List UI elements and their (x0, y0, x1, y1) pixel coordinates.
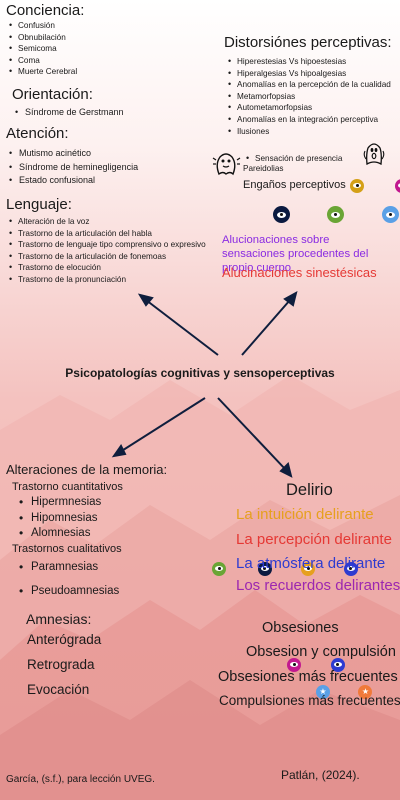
arrow-to-memoria (119, 397, 206, 453)
ghost-icon (212, 153, 241, 176)
eye-green-icon (212, 561, 227, 576)
list-item: Anomalías en la integración perceptiva (225, 114, 391, 126)
eye-blue-icon (330, 657, 345, 672)
list-item: Trastorno de la articulación de fonemoas (6, 251, 206, 263)
eye-magenta-icon (395, 178, 400, 193)
arrow-head-enganos (283, 291, 298, 307)
delirio-percepcion: La percepción delirante (236, 531, 392, 548)
list-item: Alteración de la voz (6, 216, 206, 228)
delirio-intuicion: La intuición delirante (236, 506, 374, 523)
arrow-head-lenguaje (137, 293, 154, 307)
arrow-to-delirio (217, 397, 287, 471)
orientacion-section: Orientación: Síndrome de Gerstmann (12, 86, 124, 120)
list-item: Trastorno de la pronunciación (6, 274, 206, 286)
atencion-list: Mutismo acinético Síndrome de hemineglig… (6, 147, 138, 188)
conciencia-section: Conciencia: Confusión Obnubilación Semic… (6, 2, 84, 78)
list-item: Ilusiones (225, 126, 391, 138)
eye-green-icon (327, 206, 345, 224)
arrow-head-delirio (279, 462, 293, 478)
list-item: Trastorno de lenguaje tipo comprensivo o… (6, 239, 206, 251)
star-blue-icon (315, 684, 330, 699)
delirio-recuerdos: Los recuerdos delirantes (236, 577, 400, 594)
amnesia-evocacion: Evocación (27, 682, 90, 697)
conciencia-title: Conciencia: (6, 2, 85, 19)
eye-navy-icon (257, 561, 272, 576)
ilusiones-sublist: Sensación de presencia (243, 153, 342, 165)
list-item: Síndrome de Gerstmann (12, 106, 124, 120)
center-title: Psicopatologías cognitivas y sensopercep… (65, 366, 335, 380)
list-item: Metamorfopsias (225, 91, 391, 103)
obsesiones-frecuentes: Obsesiones más frecuentes (218, 669, 398, 685)
eye-skyblue-icon (381, 206, 399, 224)
list-item: Anomalías en la percepción de la cualida… (225, 79, 391, 91)
list-item: Muerte Cerebral (6, 66, 84, 78)
alucinaciones-cuerpo: Alucionaciones sobre sensaciones procede… (222, 234, 369, 274)
list-item: Autometamorfopsias (225, 102, 391, 114)
distorsiones-list: Hiperestesias Vs hipoestesias Hiperalges… (225, 56, 391, 137)
list-item: Hipermnesias (15, 495, 101, 511)
scream-face-icon (363, 143, 385, 166)
list-item: Sensación de presencia (243, 153, 342, 165)
list-item: Mutismo acinético (6, 147, 138, 161)
arrow-head-memoria (111, 444, 127, 458)
list-item: Paramnesias (15, 559, 98, 576)
memoria-cual-title: Trastornos cualitativos (12, 543, 122, 555)
conciencia-list: Confusión Obnubilación Semicoma Coma Mue… (6, 20, 84, 78)
compulsiones-frecuentes: Compulsiones más frecuentes (219, 693, 400, 708)
lenguaje-section: Lenguaje: Alteración de la voz Trastorno… (6, 196, 206, 286)
footer-right-citation: Patlán, (2024). (281, 768, 360, 782)
arrow-to-lenguaje (145, 299, 219, 356)
list-item: Trastorno de la articulación del habla (6, 228, 206, 240)
memoria-pseudo-list: Pseudoamnesias (15, 584, 119, 600)
star-orange-icon (358, 684, 373, 699)
list-item: Alomnesias (15, 526, 101, 542)
list-item: Confusión (6, 20, 84, 32)
eye-magenta-icon (287, 657, 302, 672)
front-mountains (0, 680, 400, 800)
amnesias-title: Amnesias: (26, 611, 92, 627)
list-item: Estado confusional (6, 174, 138, 188)
distorsiones-title: Distorsiónes perceptivas: (224, 34, 392, 51)
amnesia-anterograda: Anterógrada (27, 632, 102, 647)
eye-blue-icon (343, 561, 358, 576)
amnesia-retrograda: Retrograda (27, 657, 95, 672)
list-item: Coma (6, 55, 84, 67)
list-item: Síndrome de heminegligencia (6, 161, 138, 175)
list-item: Obnubilación (6, 32, 84, 44)
atencion-title: Atención: (6, 125, 69, 142)
memoria-cual-list: Paramnesias (15, 559, 98, 576)
obsesion-compulsion: Obsesion y compulsión (246, 644, 396, 660)
enganos-title: Engaños perceptivos (243, 179, 346, 191)
list-item: Hipomnesias (15, 511, 101, 527)
list-item: Hiperalgesias Vs hipoalgesias (225, 68, 391, 80)
memoria-cuant-title: Trastorno cuantitativos (12, 481, 123, 493)
orientacion-title: Orientación: (12, 86, 93, 103)
arrow-to-enganos (241, 299, 291, 356)
list-item: Hiperestesias Vs hipoestesias (225, 56, 391, 68)
memoria-title: Alteraciones de la memoria: (6, 462, 168, 477)
list-item: Trastorno de elocución (6, 262, 206, 274)
pareidolias-label: Pareidolias (243, 164, 284, 173)
delirio-atmosfera: La atmósfera delirante (236, 555, 386, 572)
footer-left-citation: García, (s.f.), para lección UVEG. (6, 774, 155, 785)
eye-orange-icon (301, 561, 316, 576)
list-item: Pseudoamnesias (15, 584, 119, 600)
orientacion-list: Síndrome de Gerstmann (12, 106, 124, 120)
arrows (111, 291, 298, 478)
memoria-cuant-list: Hipermnesias Hipomnesias Alomnesias (15, 495, 101, 542)
eye-gold-icon (350, 178, 364, 193)
delirio-title: Delirio (286, 481, 333, 499)
distorsiones-section: Distorsiónes perceptivas: (224, 34, 392, 51)
alucinaciones-sinestesicas: Alucinaciones sinestésicas (222, 265, 377, 280)
atencion-section: Atención: Mutismo acinético Síndrome de … (6, 125, 138, 188)
lenguaje-title: Lenguaje: (6, 196, 72, 213)
list-item: Semicoma (6, 43, 84, 55)
eye-navy-icon (272, 206, 290, 224)
lenguaje-list: Alteración de la voz Trastorno de la art… (6, 216, 206, 286)
obsesiones-title: Obsesiones (262, 620, 339, 636)
